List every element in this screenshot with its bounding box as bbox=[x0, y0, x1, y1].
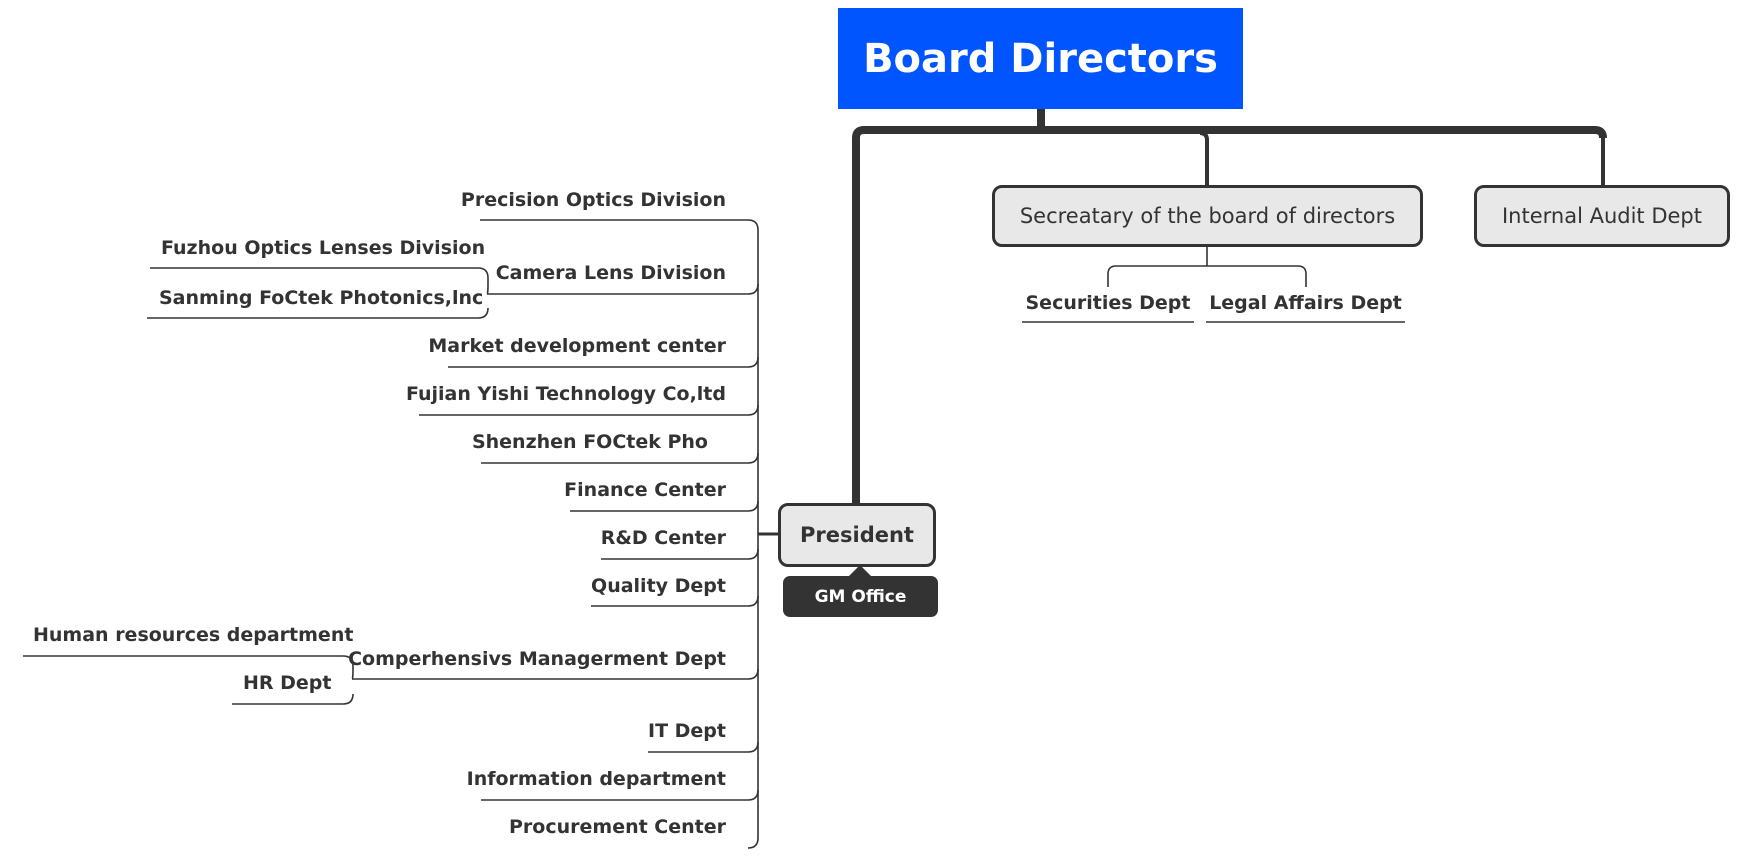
subtopic-fuzhou-optics[interactable]: Fuzhou Optics Lenses Division bbox=[161, 237, 486, 259]
subtopic-hr-dept[interactable]: HR Dept bbox=[243, 672, 332, 694]
topic-president[interactable]: President bbox=[778, 503, 936, 567]
subtopic-finance-center[interactable]: Finance Center bbox=[564, 479, 726, 501]
root-topic-board-directors[interactable]: Board Directors bbox=[838, 8, 1243, 109]
subtopic-human-resources[interactable]: Human resources department bbox=[33, 624, 354, 646]
subtopic-securities-dept[interactable]: Securities Dept bbox=[1025, 292, 1191, 314]
subtopic-fujian-yishi[interactable]: Fujian Yishi Technology Co,ltd bbox=[405, 383, 726, 405]
subtopic-market-development[interactable]: Market development center bbox=[428, 335, 726, 357]
subtopic-legal-affairs-dept[interactable]: Legal Affairs Dept bbox=[1209, 292, 1402, 314]
subtopic-procurement-center[interactable]: Procurement Center bbox=[509, 816, 726, 838]
callout-gm-office[interactable]: GM Office bbox=[783, 576, 938, 617]
subtopic-sanming-foctek[interactable]: Sanming FoCtek Photonics,lnc bbox=[159, 287, 484, 309]
subtopic-shenzhen-foctek[interactable]: Shenzhen FOCtek Pho bbox=[471, 431, 708, 453]
topic-board-secretary[interactable]: Secreatary of the board of directors bbox=[992, 185, 1423, 247]
subtopic-comprehensive-management[interactable]: Comperhensivs Managerment Dept bbox=[348, 648, 726, 670]
subtopic-precision-optics[interactable]: Precision Optics Division bbox=[460, 189, 726, 211]
subtopic-camera-lens[interactable]: Camera Lens Division bbox=[495, 262, 726, 284]
subtopic-rd-center[interactable]: R&D Center bbox=[600, 527, 726, 549]
subtopic-it-dept[interactable]: IT Dept bbox=[648, 720, 726, 742]
topic-internal-audit[interactable]: Internal Audit Dept bbox=[1474, 185, 1730, 247]
subtopic-quality-dept[interactable]: Quality Dept bbox=[591, 575, 726, 597]
subtopic-information-department[interactable]: Information department bbox=[466, 768, 726, 790]
